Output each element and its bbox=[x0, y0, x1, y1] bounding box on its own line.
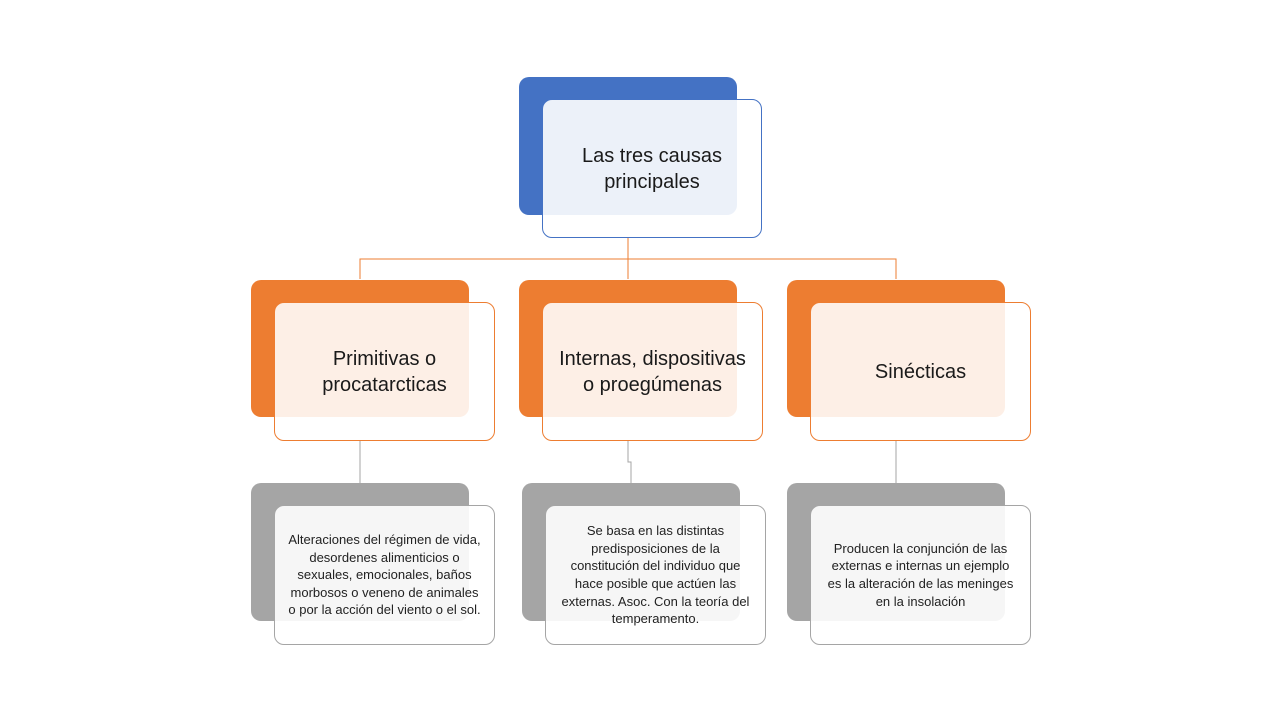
cause-label: Sinécticas bbox=[874, 360, 967, 383]
cause-node-sinecticas: Sinécticas bbox=[810, 302, 1031, 441]
root-node-label: Las tres causas principales bbox=[581, 144, 723, 193]
detail-node-primitivas: Alteraciones del régimen de vida, desord… bbox=[274, 505, 495, 645]
cause-label: Internas, dispositivas o proegúmenas bbox=[559, 347, 746, 396]
cause-label: Primitivas o procatarcticas bbox=[322, 347, 447, 396]
root-node: Las tres causas principales bbox=[542, 99, 762, 238]
detail-node-sinecticas: Producen la conjunción de las externas e… bbox=[810, 505, 1031, 645]
middle-detail-connector bbox=[627, 441, 632, 483]
detail-text: Alteraciones del régimen de vida, desord… bbox=[288, 532, 481, 618]
cause-node-primitivas: Primitivas o procatarcticas bbox=[274, 302, 495, 441]
detail-node-internas: Se basa en las distintas predisposicione… bbox=[545, 505, 766, 645]
detail-text: Producen la conjunción de las externas e… bbox=[827, 540, 1014, 609]
detail-text: Se basa en las distintas predisposicione… bbox=[561, 523, 750, 627]
cause-node-internas: Internas, dispositivas o proegúmenas bbox=[542, 302, 763, 441]
